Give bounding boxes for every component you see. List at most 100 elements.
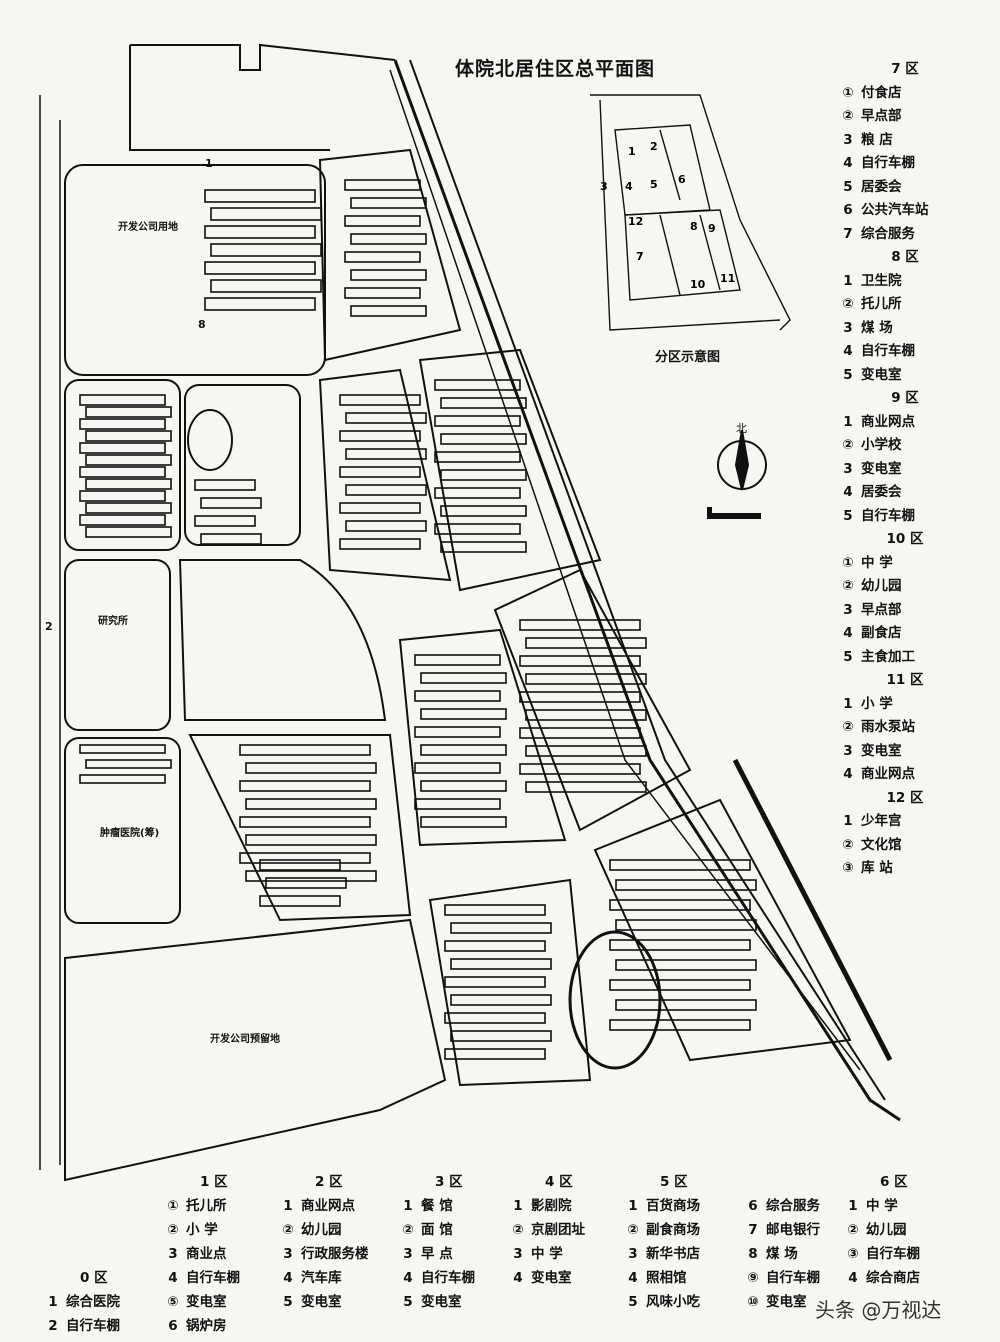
building	[239, 816, 371, 828]
building	[204, 225, 316, 239]
building	[265, 877, 347, 889]
legend-item-label: 商业网点	[861, 413, 915, 430]
hospital-label: 肿瘤医院(筹)	[100, 828, 160, 839]
inset-zone-label: 10	[690, 278, 706, 291]
building	[444, 976, 546, 988]
legend-item: 6 锅炉房	[160, 1314, 240, 1338]
building	[444, 904, 546, 916]
building	[85, 454, 172, 466]
legend-item-label: 煤 场	[766, 1246, 798, 1262]
building	[239, 780, 371, 792]
legend-item-label: 综合医院	[66, 1294, 120, 1310]
legend-item-label: 副食商场	[646, 1222, 700, 1238]
building	[414, 654, 501, 666]
inset-zone-label: 6	[678, 173, 686, 186]
legend-item-number: ②	[282, 1222, 294, 1238]
building	[210, 243, 322, 257]
legend-item-number: 8	[748, 1246, 758, 1262]
building	[204, 261, 316, 275]
zone-label-8: 8	[198, 318, 206, 331]
building	[79, 490, 166, 502]
legend-item-label: 综合商店	[866, 1270, 920, 1286]
legend-item-label: 煤 场	[861, 319, 893, 336]
building	[194, 515, 256, 527]
inset-zone-label: 3	[600, 180, 608, 193]
legend-item: 1 百货商场	[620, 1194, 700, 1218]
legend-item-number: 1	[48, 1294, 58, 1310]
legend-item-label: 自行车棚	[866, 1246, 920, 1262]
legend-item-number: 5	[843, 648, 853, 665]
inset-zone-label: 12	[628, 215, 643, 228]
legend-item-number: 5	[843, 178, 853, 195]
zone-label-1: 1	[205, 157, 213, 170]
legend-item-label: 幼儿园	[861, 578, 902, 594]
legend-item-label: 自行车棚	[766, 1270, 820, 1286]
legend-item-label: 少年宫	[861, 813, 902, 829]
legend-item-label: 中 学	[861, 554, 893, 571]
building	[210, 207, 322, 221]
legend-item-label: 主食加工	[861, 648, 915, 665]
legend-item-label: 风味小吃	[646, 1294, 700, 1310]
legend-item-number: ①	[167, 1198, 179, 1214]
legend-zone-header	[740, 1170, 820, 1194]
legend-item-label: 商业网点	[861, 766, 915, 782]
legend-item-label: 自行车棚	[861, 343, 915, 359]
legend-item-number: 1	[848, 1198, 858, 1214]
zoning-inset-map	[590, 94, 791, 331]
legend-item-label: 变电室	[531, 1270, 572, 1286]
building	[450, 958, 552, 970]
building	[615, 999, 757, 1011]
legend-item-number: ②	[842, 836, 854, 853]
legend-zone-header: 2 区	[315, 1174, 343, 1190]
inset-zone-label: 8	[690, 220, 698, 233]
legend-item: 5 主食加工	[835, 646, 975, 670]
building	[525, 673, 647, 685]
building	[434, 415, 521, 427]
legend-zone-header: 9 区	[891, 390, 919, 406]
legend-item-label: 锅炉房	[186, 1318, 227, 1334]
legend-item-number: 6	[168, 1318, 178, 1334]
north-arrow: 北	[717, 422, 767, 491]
building	[440, 541, 527, 553]
building	[245, 870, 377, 882]
building	[434, 487, 521, 499]
building	[519, 763, 641, 775]
legend-item-number: 1	[843, 413, 853, 430]
legend-item-label: 百货商场	[646, 1198, 700, 1214]
inset-zone-label: 9	[708, 222, 716, 235]
legend-item-number: 4	[843, 625, 853, 641]
legend-item-number: 1	[628, 1198, 638, 1214]
legend-item: 1 商业网点	[835, 411, 975, 435]
building	[85, 406, 172, 418]
building	[344, 179, 421, 191]
legend-item-number: 6	[748, 1198, 758, 1214]
building	[204, 189, 316, 203]
inset-zone-label: 11	[720, 272, 735, 285]
legend-zone-header: 11 区	[886, 672, 924, 688]
building	[339, 538, 421, 550]
building	[525, 709, 647, 721]
legend-item-label: 变电室	[301, 1294, 342, 1310]
building	[239, 744, 371, 756]
